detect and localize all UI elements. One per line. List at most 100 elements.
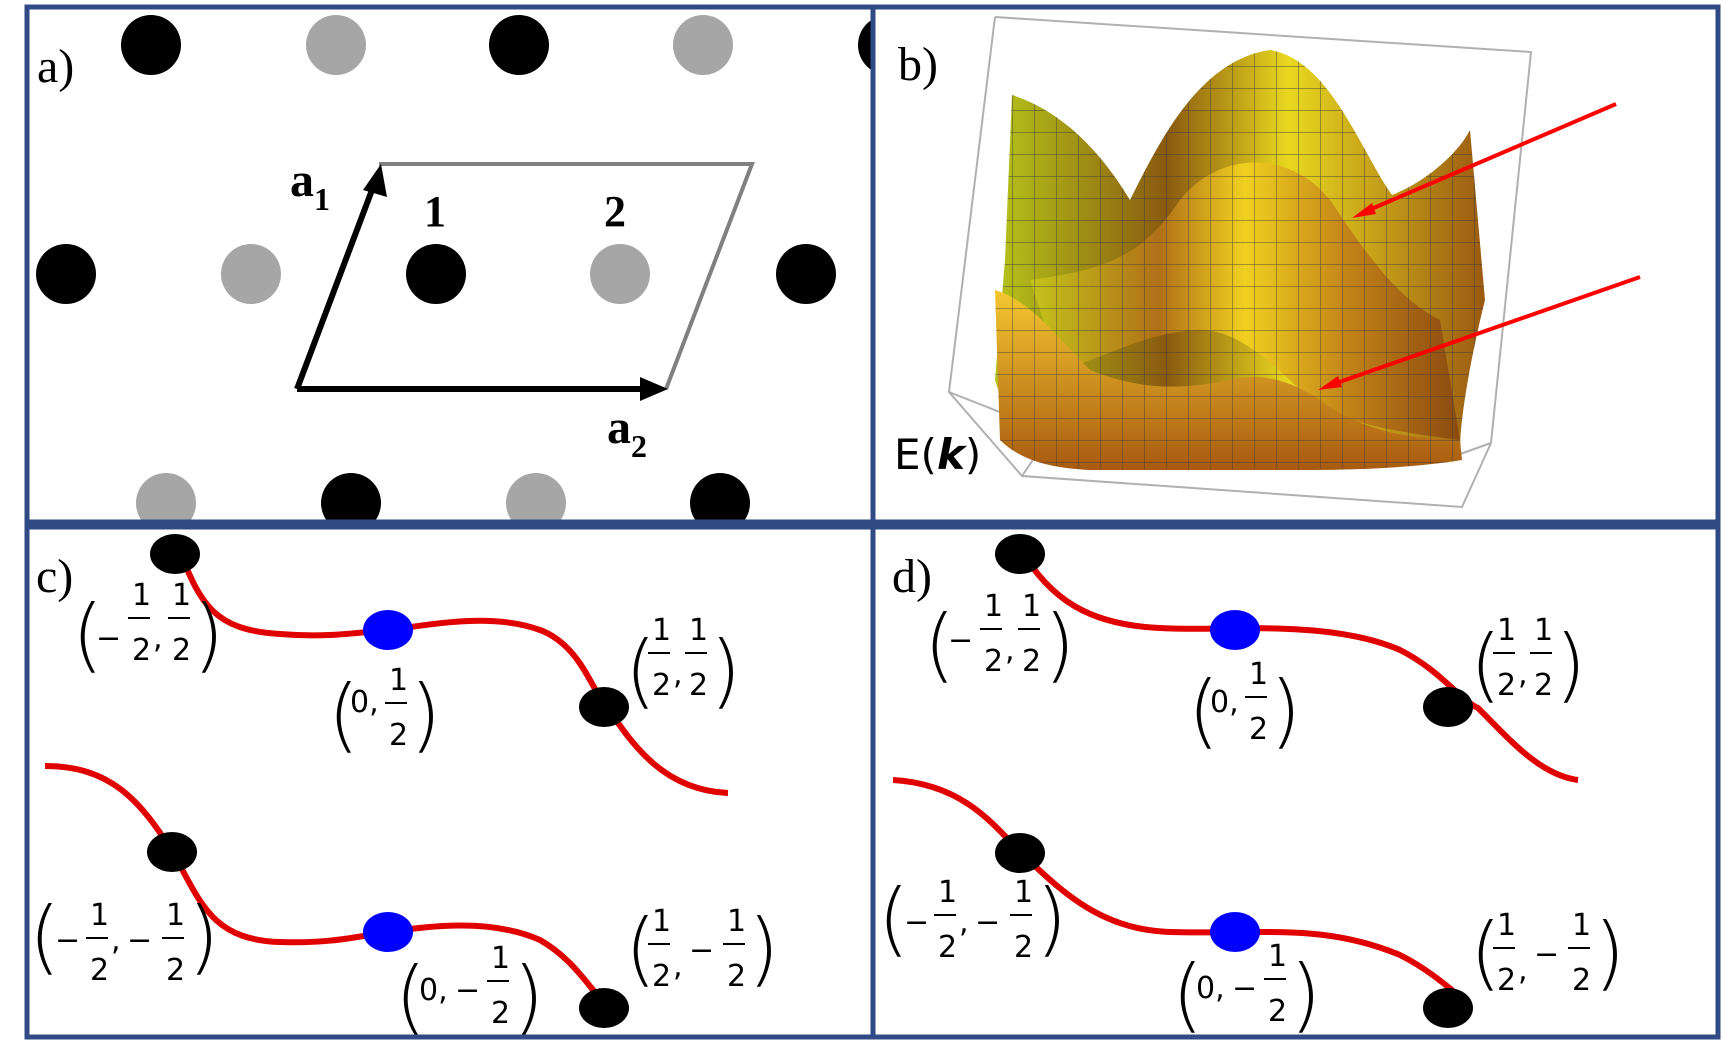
svg-text:): ) [1044,598,1075,691]
svg-text:,: , [673,657,683,692]
dirac-point-blue [363,610,413,650]
svg-text:−: − [1232,971,1257,1006]
svg-text:−: − [55,923,80,958]
svg-text:): ) [710,624,741,717]
lattice-site-gray [221,244,281,304]
svg-text:−: − [904,905,929,940]
svg-text:1: 1 [652,904,671,939]
svg-text:,: , [673,949,683,984]
svg-text:2: 2 [652,959,671,994]
svg-text:−: − [975,905,1000,940]
svg-text:2: 2 [689,668,708,703]
dirac-point-black [579,988,629,1028]
svg-text:): ) [1555,618,1586,711]
svg-text:0,: 0, [1196,971,1225,1006]
svg-text:,: , [959,905,969,940]
svg-text:2: 2 [1249,712,1268,747]
coord-label-zero-minus-half: ( 0, − 1 2 ) [395,941,544,1043]
vector-a1-label: a1 [290,154,330,217]
svg-text:(: ( [924,598,955,691]
svg-text:1: 1 [90,898,109,933]
arrow-lower-band-head [1318,376,1342,390]
frame-c [24,524,876,1040]
dirac-point-black [147,832,197,872]
frame-d [870,524,1721,1040]
svg-text:2: 2 [491,996,510,1031]
svg-text:): ) [1036,872,1067,965]
svg-text:2: 2 [389,718,408,753]
vector-a1-arrowhead [363,164,387,197]
svg-text:(: ( [328,668,359,761]
svg-text:1: 1 [1572,908,1591,943]
svg-text:(: ( [1470,906,1501,999]
lattice-site-black [121,15,181,75]
svg-text:−: − [1534,937,1559,972]
svg-text:2: 2 [1497,963,1516,998]
lattice-site-gray [506,473,566,520]
svg-text:1: 1 [984,589,1003,624]
svg-text:): ) [1594,906,1625,999]
svg-text:−: − [96,621,121,656]
lattice-site-gray [136,473,196,520]
coord-label-minus-half-half: ( − 1 2 , 1 2 ) [72,578,224,681]
svg-text:0,: 0, [1210,685,1239,720]
svg-text:1: 1 [1497,613,1516,648]
frame-b [870,4,1721,525]
svg-text:2: 2 [1022,644,1041,679]
svg-text:2: 2 [1268,994,1287,1029]
svg-text:): ) [748,902,779,995]
dirac-point-black [1423,687,1473,727]
svg-text:(: ( [878,872,909,965]
lattice-site-black [321,473,381,520]
lattice-site-black [776,244,836,304]
panel-frames [24,4,1721,1040]
svg-text:2: 2 [1534,668,1553,703]
svg-text:): ) [1290,948,1321,1041]
coord-label-minus-half-minus-half: ( − 1 2 , − 1 2 ) [29,890,219,988]
site-2-label: 2 [604,187,626,236]
lattice-site-black [36,244,96,304]
svg-text:(: ( [1470,618,1501,711]
lattice-site-gray [306,15,366,75]
svg-text:1: 1 [689,613,708,648]
svg-text:(: ( [395,950,426,1043]
svg-text:2: 2 [727,959,746,994]
svg-text:1: 1 [1534,613,1553,648]
panel-d: d) ( − 1 2 , 1 2 ) ( 0, 1 2 ) ( 1 2 , [878,534,1625,1041]
svg-text:(: ( [625,902,656,995]
svg-text:1: 1 [727,904,746,939]
svg-text:1: 1 [166,898,185,933]
coord-label-half-half: ( 1 2 , 1 2 ) [625,613,741,717]
svg-text:): ) [1270,664,1301,757]
svg-text:2: 2 [1572,963,1591,998]
dirac-point-blue [363,912,413,952]
lattice-site-black [406,244,466,304]
dirac-point-blue [1210,912,1260,952]
panel-c: c) ( − 1 2 , 1 2 ) ( 0, 1 2 ) ( 1 2 , [29,534,779,1043]
svg-text:0,: 0, [419,973,448,1008]
panel-a: a) 1 2 a1 a2 [36,15,872,520]
dirac-point-black [150,534,200,574]
dirac-point-black [995,833,1045,873]
coord-label-half-minus-half: ( 1 2 , − 1 2 ) [1470,906,1625,999]
svg-text:−: − [689,933,714,968]
lattice-site-gray [590,244,650,304]
svg-text:2: 2 [166,953,185,988]
panel-b-label: b) [898,38,938,91]
svg-text:(: ( [29,890,60,983]
svg-text:1: 1 [652,613,671,648]
lattice-site-black [489,15,549,75]
svg-text:1: 1 [1249,657,1268,692]
dispersion-curve-upper [1017,546,1579,783]
coord-label-minus-half-half: ( − 1 2 , 1 2 ) [924,589,1075,691]
coord-label-half-minus-half: ( 1 2 , − 1 2 ) [625,902,779,995]
svg-text:1: 1 [389,663,408,698]
unit-cell-outline [379,162,755,390]
dispersion-curve-upper [175,546,729,796]
svg-text:−: − [455,973,480,1008]
lattice-site-gray [673,15,733,75]
svg-text:1: 1 [1497,908,1516,943]
svg-text:1: 1 [1268,939,1287,974]
energy-axis-label: E(k) [894,430,981,479]
